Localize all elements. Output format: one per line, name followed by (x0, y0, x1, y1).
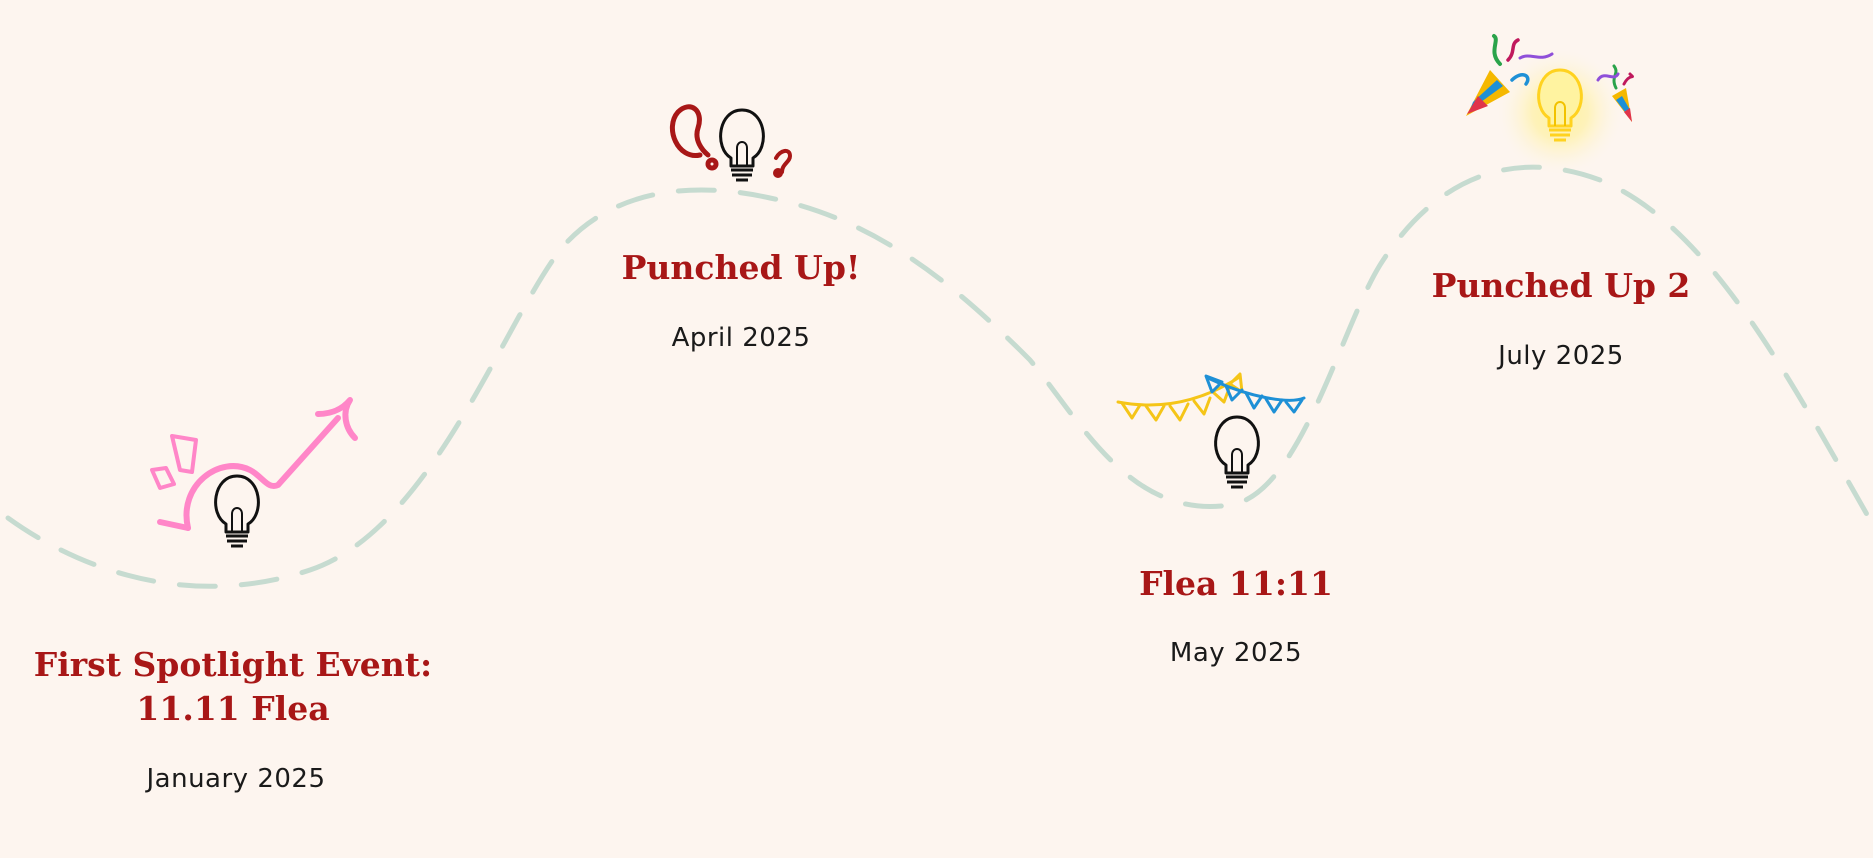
milestone-title: Flea 11:11 (1139, 562, 1333, 606)
milestone-date: January 2025 (146, 764, 326, 794)
timeline-path (5, 164, 1873, 589)
milestone-title-line2: 11.11 Flea (136, 689, 330, 728)
milestone-date: May 2025 (1169, 638, 1303, 668)
party-poppers-icon (1466, 34, 1634, 122)
milestone-title: Punched Up 2 (1432, 264, 1691, 308)
lightbulb-icon (719, 108, 765, 182)
milestone-date: July 2025 (1498, 341, 1624, 371)
lightbulb-icon (1214, 415, 1260, 489)
milestone-title: First Spotlight Event: 11.11 Flea (34, 643, 432, 731)
milestone-date: April 2025 (671, 323, 811, 353)
milestone-title-line1: Punched Up 2 (1431, 266, 1691, 305)
milestone-title-line1: Punched Up! (621, 248, 861, 287)
glowing-lightbulb-icon (1537, 68, 1583, 142)
lightbulb-icon (214, 474, 260, 548)
bunting-flags-icon (1116, 372, 1306, 422)
milestone-title: Punched Up! (622, 246, 861, 290)
milestone-title-line1: First Spotlight Event: (33, 645, 433, 684)
milestone-title-line1: Flea 11:11 (1139, 564, 1333, 603)
question-marks-icon (670, 104, 793, 178)
pink-swoosh-arrow-icon (150, 397, 358, 531)
